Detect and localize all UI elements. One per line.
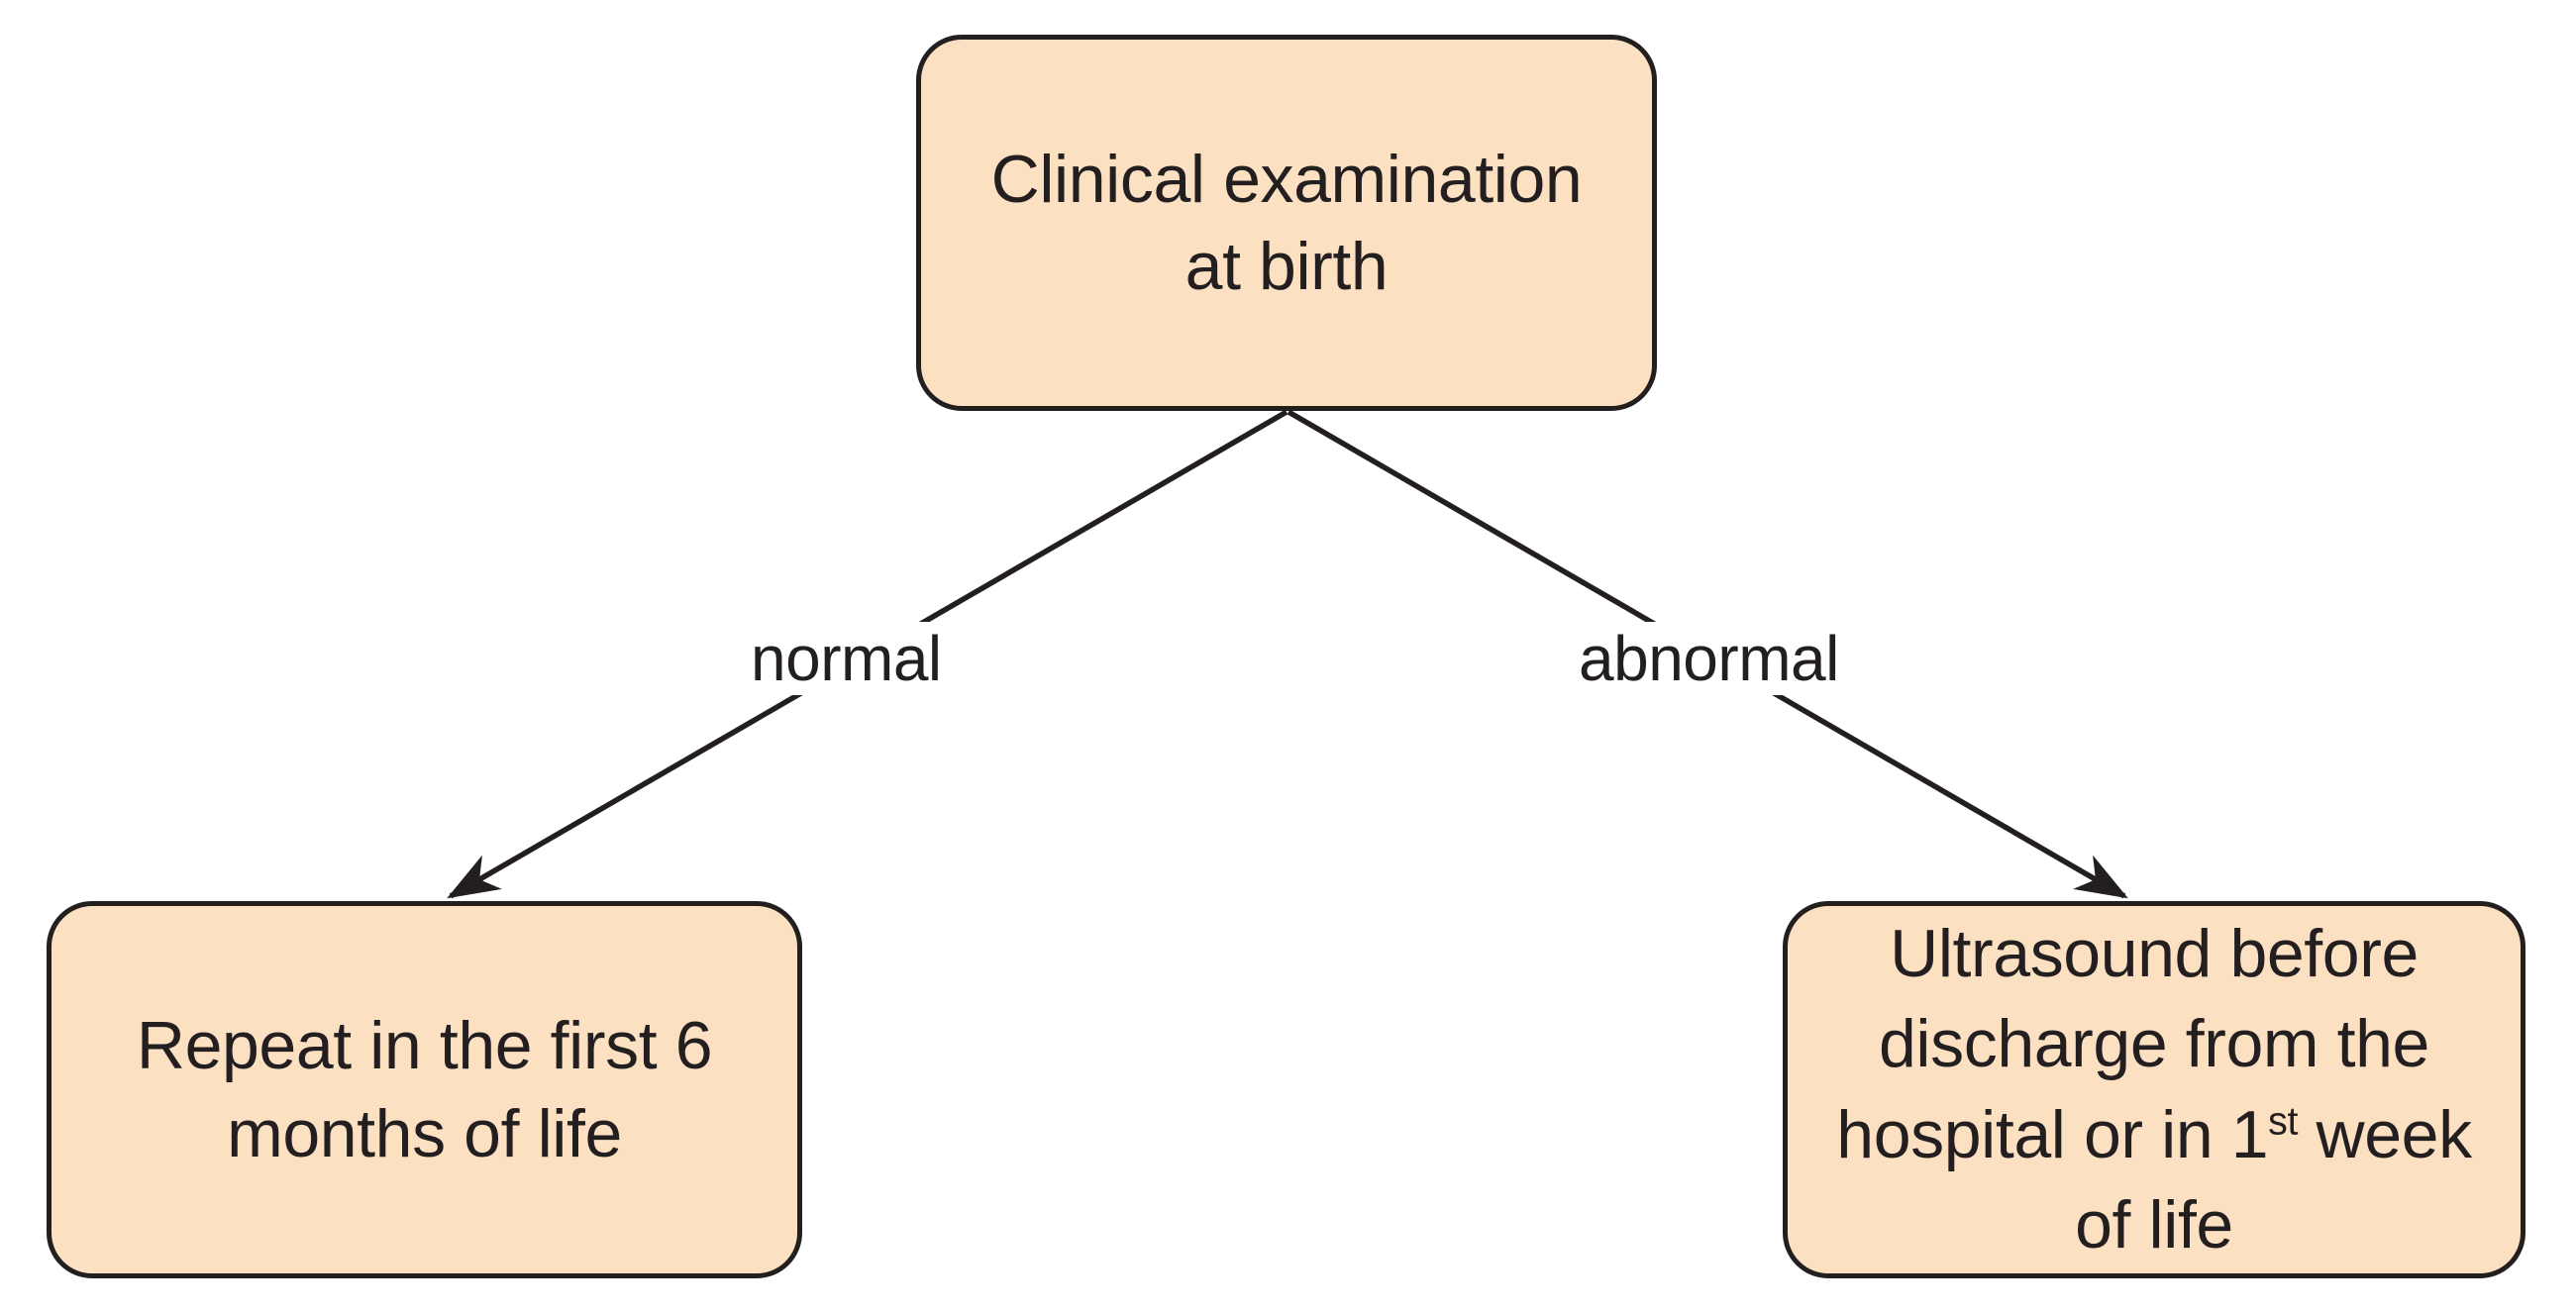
node-abnormal-line2: discharge from the: [1879, 1006, 2429, 1082]
node-abnormal-line3-pre: hospital or in 1: [1836, 1096, 2269, 1172]
node-ultrasound-before-discharge[interactable]: Ultrasound before discharge from the hospi…: [1783, 901, 2525, 1278]
node-normal-label: Repeat in the first 6 months of life: [136, 1008, 713, 1171]
node-abnormal-label: Ultrasound before discharge from the hospi…: [1788, 909, 2521, 1269]
node-abnormal-line3-post: week: [2298, 1096, 2473, 1172]
node-clinical-examination-at-birth[interactable]: Clinical examination at birth: [916, 35, 1657, 411]
node-abnormal-ordinal-superscript: st: [2268, 1098, 2299, 1143]
node-root-label: Clinical examination at birth: [990, 141, 1583, 304]
node-abnormal-line4: of life: [2075, 1186, 2233, 1263]
edge-label-normal: normal: [745, 622, 948, 695]
edge-label-abnormal: abnormal: [1573, 622, 1845, 695]
node-abnormal-line1: Ultrasound before: [1890, 916, 2419, 992]
node-repeat-in-first-6-months[interactable]: Repeat in the first 6 months of life: [47, 901, 802, 1278]
